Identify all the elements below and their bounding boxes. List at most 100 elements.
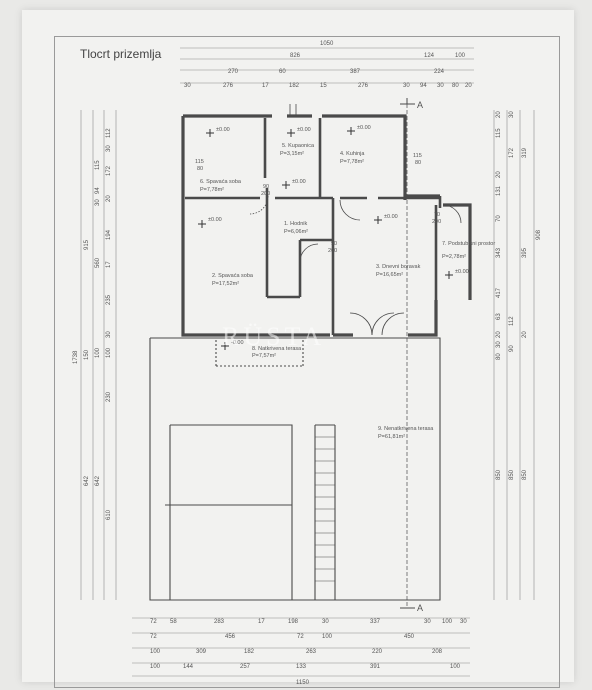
opening-label: 115 (413, 153, 422, 159)
dim-bottom: 391 (370, 664, 381, 670)
dim-bottom: 133 (296, 664, 307, 670)
room-5-name: 5. Kupaonica (282, 143, 315, 149)
dim-bottom: 263 (306, 649, 317, 655)
level-marker (282, 181, 290, 189)
dim-left: 150 (84, 349, 90, 360)
dim-right: 395 (522, 247, 528, 258)
dim-right: 20 (496, 171, 502, 178)
dim-bottom: 100 (442, 619, 453, 625)
dim-bottom: 30 (322, 619, 329, 625)
level-label: ±0.00 (292, 179, 306, 185)
room-7-name: 7. Podstubišni prostor (442, 241, 495, 247)
interior-walls (185, 118, 442, 335)
dim-bottom: 100 (322, 634, 333, 640)
drawing-sheet (22, 10, 574, 682)
level-label: ±0.00 (384, 214, 398, 220)
dim-left: 94 (95, 187, 101, 194)
dim-bottom: 100 (150, 664, 161, 670)
dim-top: 94 (420, 83, 427, 89)
level-marker (374, 216, 382, 224)
opening-label: 200 (261, 191, 270, 197)
dim-right: 80 (496, 353, 502, 360)
dim-right: 850 (496, 469, 502, 480)
opening-label: 80 (197, 166, 203, 172)
section-mark-top: A (417, 100, 423, 110)
dim-right: 20 (496, 331, 502, 338)
dim-top: 826 (290, 53, 301, 59)
dim-bottom: 456 (225, 634, 236, 640)
dim-right: 30 (496, 341, 502, 348)
dim-right: 30 (509, 111, 515, 118)
level-label: -0.00 (231, 340, 244, 346)
dim-top: 100 (455, 53, 466, 59)
dim-left: 115 (95, 160, 101, 170)
exterior-walls (181, 114, 472, 337)
level-marker (445, 271, 453, 279)
watermark-logo: RÜSTA (222, 322, 325, 352)
stair-treads (315, 436, 335, 582)
dim-left: 915 (84, 239, 90, 250)
dim-left: 172 (106, 165, 112, 176)
dim-bottom: 100 (450, 664, 461, 670)
level-marker (347, 127, 355, 135)
level-marker (206, 129, 214, 137)
watermark-text: RÜSTA (222, 322, 326, 351)
dim-right: 908 (536, 229, 542, 240)
dim-top: 387 (350, 69, 361, 75)
room-6-area: P=7,78m² (200, 187, 224, 193)
room-2-area: P=17,52m² (212, 281, 239, 287)
level-label: ±0.00 (357, 125, 371, 131)
dim-left: 642 (95, 475, 101, 486)
room-8-name: 8. Natkrivena terasa (252, 346, 302, 352)
dim-bottom: 100 (150, 649, 161, 655)
dim-left: 30 (106, 331, 112, 338)
dim-top: 270 (228, 69, 239, 75)
dim-top: 80 (452, 83, 459, 89)
opening-label: 90 (263, 184, 269, 190)
dim-right: 319 (522, 147, 528, 158)
dim-right: 70 (496, 215, 502, 222)
level-label: ±0.00 (208, 217, 222, 223)
dim-top: 30 (403, 83, 410, 89)
dim-left: 30 (106, 145, 112, 152)
dim-bottom: 309 (196, 649, 207, 655)
dim-right: 131 (496, 185, 502, 196)
dim-left: 610 (106, 509, 112, 520)
room-1-name: 1. Hodnik (284, 221, 307, 227)
dim-bottom: 144 (183, 664, 194, 670)
dim-bottom: 283 (214, 619, 225, 625)
dim-bottom: 72 (150, 634, 157, 640)
dim-right: 172 (509, 147, 515, 158)
room-5-area: P=3,15m² (280, 151, 304, 157)
dim-right: 112 (509, 316, 515, 326)
dim-bottom: 182 (244, 649, 255, 655)
dim-left: 112 (106, 128, 112, 138)
dim-bottom: 58 (170, 619, 177, 625)
dim-bottom: 30 (460, 619, 467, 625)
dim-left: 30 (95, 199, 101, 206)
dim-top: 182 (289, 83, 300, 89)
opening-label: 115 (195, 159, 204, 165)
room-9-area: P=61,81m² (378, 434, 405, 440)
room-7-area: P=2,78m² (442, 254, 466, 260)
dim-top: 1050 (320, 41, 334, 47)
dim-bottom: 30 (424, 619, 431, 625)
level-markers (198, 127, 453, 350)
dim-right: 417 (496, 287, 502, 298)
dim-right: 63 (496, 313, 502, 320)
opening-label: 200 (328, 248, 337, 254)
terrace-outline (149, 337, 441, 601)
level-label: ±0.00 (297, 127, 311, 133)
level-marker (198, 220, 206, 228)
dim-top: 60 (279, 69, 286, 75)
dim-top: 15 (320, 83, 327, 89)
room-3-area: P=16,65m² (376, 272, 403, 278)
dim-top: 30 (437, 83, 444, 89)
opening-label: 80 (415, 160, 421, 166)
dim-top: 124 (424, 53, 435, 59)
room-4-area: P=7,78m² (340, 159, 364, 165)
dim-bottom: 257 (240, 664, 251, 670)
dim-bottom: 450 (404, 634, 415, 640)
room-9-name: 9. Nenatkrivena terasa (378, 426, 434, 432)
dim-left: 100 (95, 347, 101, 358)
